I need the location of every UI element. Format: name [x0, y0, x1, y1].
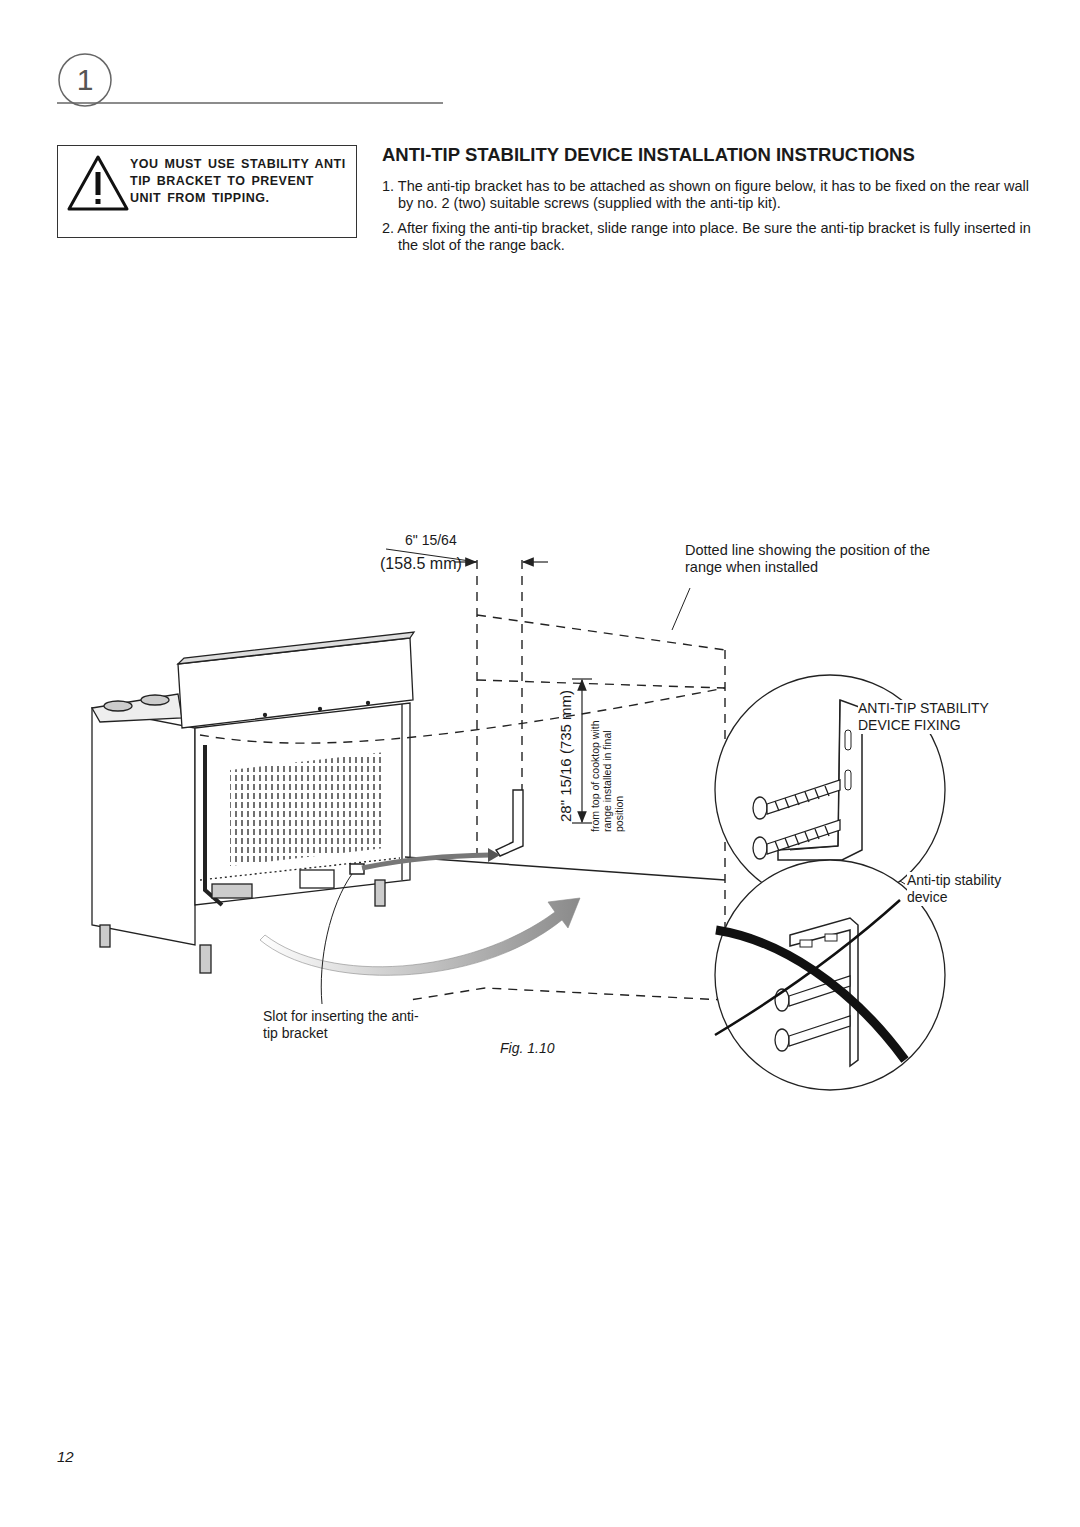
range-illustration [92, 632, 414, 973]
section-circle [59, 54, 111, 106]
bracket-on-wall [496, 790, 523, 856]
warning-box: YOU MUST USE STABILITY ANTI TIP BRACKET … [57, 145, 357, 238]
floor-line [405, 857, 725, 880]
section-number: 1 [74, 62, 96, 98]
dimension-height: 28" 15/16 (735 mm) [557, 690, 575, 822]
page-number: 12 [57, 1448, 74, 1466]
warning-text: YOU MUST USE STABILITY ANTI TIP BRACKET … [130, 156, 348, 207]
dimension-note: from top of cooktop with range installed… [589, 712, 625, 832]
section-rule [57, 102, 443, 104]
installed-outline [200, 560, 725, 1000]
dimension-inch: 6" 15/64 [405, 532, 457, 549]
warning-symbol [69, 157, 127, 209]
detail-label: ANTI-TIP STABILITY DEVICE FIXING [858, 700, 1033, 734]
instruction-step: 1. The anti-tip bracket has to be attach… [382, 178, 1037, 213]
dimension-mm: (158.5 mm) [380, 554, 462, 573]
instruction-step: 2. After fixing the anti-tip bracket, sl… [382, 220, 1037, 255]
callout-note: Slot for inserting the anti-tip bracket [263, 1008, 423, 1042]
insert-arrow-head [488, 848, 500, 862]
figure-caption: Fig. 1.10 [500, 1040, 554, 1057]
callout-note: Dotted line showing the position of the … [685, 542, 957, 577]
rotation-arrow [260, 898, 580, 975]
part-label: Anti-tip stability device [907, 872, 1032, 906]
insert-arrow [362, 855, 490, 868]
page-title: ANTI-TIP STABILITY DEVICE INSTALLATION I… [382, 144, 915, 166]
